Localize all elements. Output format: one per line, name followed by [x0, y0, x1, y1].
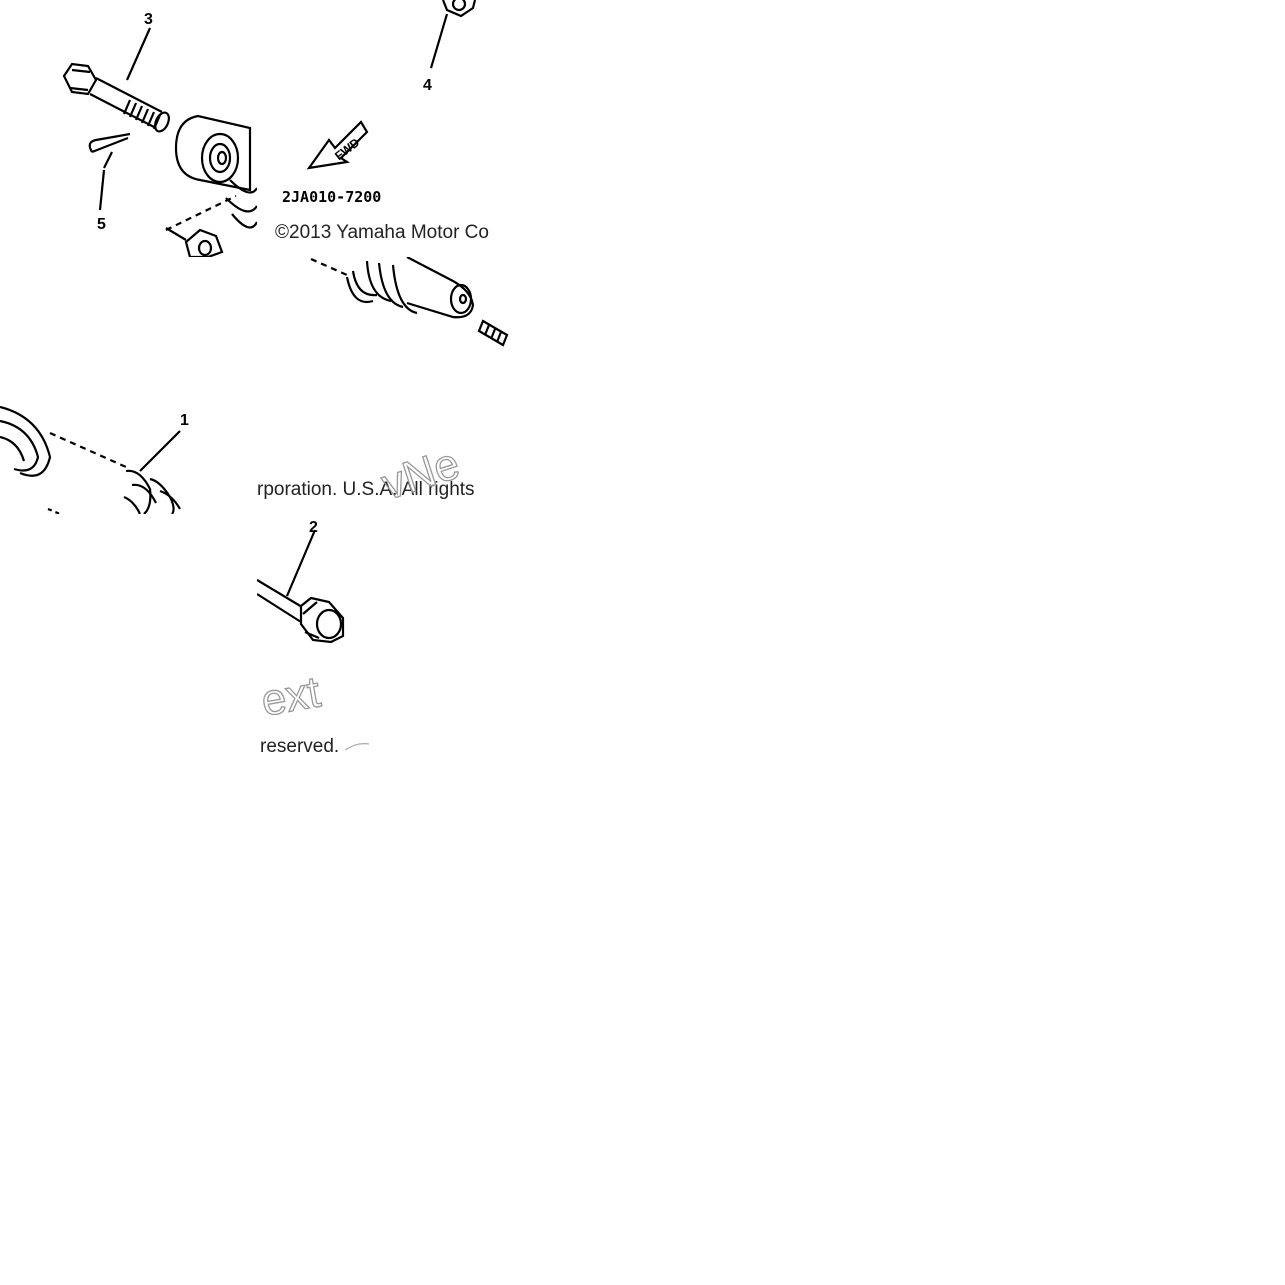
watermark-text-ext: ext [258, 667, 324, 725]
diagram-tile-top-right: FWD 4 2JA010-7200 ©2013 Yamaha Motor Co [257, 0, 514, 257]
copyright-text-part-2: rporation. U.S.A. All rights [257, 479, 475, 500]
bottom-parts-drawing: 2 ext [257, 519, 370, 751]
watermark-text-vne: vNe [376, 439, 466, 500]
callout-3: 3 [144, 11, 153, 28]
callout-4: 4 [423, 77, 432, 94]
middle-left-parts-drawing: 1 [0, 405, 189, 514]
callout-5: 5 [97, 216, 106, 233]
top-left-parts-drawing: 3 5 [62, 11, 257, 257]
callout-1: 1 [180, 412, 189, 429]
diagram-tile-middle-right [257, 257, 514, 514]
diagram-tile-middle-left: 1 [0, 257, 257, 514]
middle-right-parts-drawing [310, 257, 509, 347]
diagram-tile-bottom: 2 ext reserved. [257, 514, 514, 771]
top-right-parts-drawing: FWD 4 2JA010-7200 [282, 0, 477, 206]
watermark-vnext-upper: vNe [375, 438, 466, 500]
diagram-tile-top-left: 3 5 [0, 0, 257, 257]
copyright-text-part-3: reserved. [260, 736, 340, 757]
part-code: 2JA010-7200 [282, 188, 381, 206]
copyright-text-part-1: ©2013 Yamaha Motor Co [275, 222, 489, 243]
callout-2: 2 [309, 519, 318, 536]
